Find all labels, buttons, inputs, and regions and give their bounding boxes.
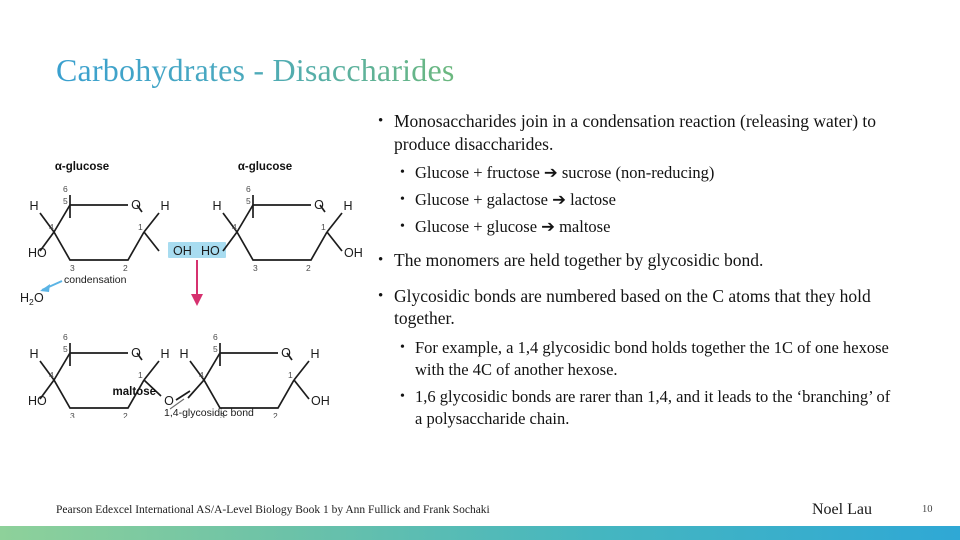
atom-h-maltose-right-upper2: H: [310, 347, 319, 361]
carbon-number-6-maltose-right: 6: [213, 332, 218, 342]
bullet-item: • 1,6 glycosidic bonds are rarer than 1,…: [400, 386, 898, 430]
highlight-oh: OH: [173, 244, 192, 258]
bullet-marker: •: [378, 287, 384, 304]
bullet-text: Glucose + galactose ➔ lactose: [415, 190, 616, 209]
ring-oxygen-maltose-right: O: [281, 346, 291, 360]
bullet-marker: •: [400, 219, 405, 234]
bullet-item: • Monosaccharides join in a condensation…: [378, 110, 898, 155]
carbon-number-5-left: 5: [63, 196, 68, 206]
content-bullets: • Monosaccharides join in a condensation…: [378, 110, 898, 435]
slide-number: 10: [922, 504, 933, 515]
carbon-number-3-maltose-right: 3: [220, 411, 225, 418]
ring-oxygen-right: O: [314, 198, 324, 212]
bullet-item: • Glycosidic bonds are numbered based on…: [378, 285, 898, 330]
carbon-number-5-maltose-left: 5: [63, 344, 68, 354]
ring-oxygen-maltose-left: O: [131, 346, 141, 360]
bullet-item: • Glucose + galactose ➔ lactose: [400, 189, 898, 211]
atom-oh-maltose-right: OH: [311, 394, 330, 408]
carbon-number-5-maltose-right: 5: [213, 344, 218, 354]
atom-h-left-upper: H: [29, 199, 38, 213]
bullet-text: Monosaccharides join in a condensation r…: [394, 111, 877, 154]
alpha-glucose-label-left: α-glucose: [55, 161, 109, 173]
page-title: Carbohydrates - Disaccharides: [56, 52, 455, 88]
atom-ho-maltose-left: HO: [28, 394, 47, 408]
carbon-number-3-maltose-left: 3: [70, 411, 75, 418]
alpha-glucose-ring-left: α-glucose O 6 5 H HO H 4 3: [28, 161, 170, 273]
carbon-number-6-right: 6: [246, 184, 251, 194]
bullet-marker: •: [400, 192, 405, 207]
atom-h-right-ring-upper: H: [212, 199, 221, 213]
condensation-label: condensation: [64, 274, 127, 286]
carbon-number-2-right: 2: [306, 263, 311, 273]
alpha-glucose-ring-right: α-glucose O 6 5 H H OH 4 3 2 1: [212, 161, 362, 273]
glycosidic-highlight: [168, 242, 226, 258]
bullet-item: • Glucose + glucose ➔ maltose: [400, 216, 898, 238]
atom-h-right-upper-left-ring: H: [160, 199, 169, 213]
maltose-ring-left: O 6 5 H HO H 4 3 2 1: [28, 332, 170, 418]
atom-h-right-ring-upper2: H: [343, 199, 352, 213]
bullet-text: 1,6 glycosidic bonds are rarer than 1,4,…: [415, 386, 891, 428]
carbon-number-2-maltose-left: 2: [123, 411, 128, 418]
carbon-number-4-left: 4: [49, 222, 54, 232]
bullet-item: • The monomers are held together by glyc…: [378, 249, 898, 272]
atom-oh-right: OH: [344, 246, 363, 260]
ring-oxygen-left: O: [131, 198, 141, 212]
bullet-marker: •: [400, 165, 405, 180]
bullet-text: Glucose + fructose ➔ sucrose (non-reduci…: [415, 163, 715, 182]
bullet-text: The monomers are held together by glycos…: [394, 250, 764, 270]
bullet-marker: •: [400, 339, 405, 355]
carbon-number-6-maltose-left: 6: [63, 332, 68, 342]
author-name: Noel Lau: [812, 501, 872, 518]
carbon-number-1-right: 1: [321, 222, 326, 232]
atom-h-maltose-right-upper: H: [179, 347, 188, 361]
water-label-subscript: 2: [29, 297, 34, 307]
carbon-number-3-left: 3: [70, 263, 75, 273]
carbon-number-5-right: 5: [246, 196, 251, 206]
carbon-number-1-maltose-left: 1: [138, 370, 143, 380]
glycosidic-bridge: O: [164, 390, 191, 408]
bullet-text: For example, a 1,4 glycosidic bond holds…: [415, 337, 889, 379]
highlight-ho: HO: [201, 244, 220, 258]
reaction-arrow-head: [191, 294, 203, 306]
bullet-item: • For example, a 1,4 glycosidic bond hol…: [400, 337, 898, 381]
atom-ho-left: HO: [28, 246, 47, 260]
reaction-arrow: [191, 260, 203, 306]
condensation-arrow-head: [40, 284, 50, 292]
bullet-item: • Glucose + fructose ➔ sucrose (non-redu…: [400, 162, 898, 184]
atom-h-maltose-bridge-upper: H: [160, 347, 169, 361]
condensation-annotation: condensation H 2 O: [20, 274, 127, 307]
carbon-number-1-maltose-right: 1: [288, 370, 293, 380]
bullet-marker: •: [378, 252, 384, 268]
carbon-number-1-left: 1: [138, 222, 143, 232]
bullet-text: Glycosidic bonds are numbered based on t…: [394, 285, 871, 329]
water-label-o: O: [34, 291, 44, 305]
atom-h-maltose-left-upper: H: [29, 347, 38, 361]
maltose-label: maltose: [113, 386, 156, 398]
carbon-number-4-maltose-left: 4: [49, 370, 54, 380]
bullet-text: Glucose + glucose ➔ maltose: [415, 217, 611, 236]
disaccharide-diagram: .bond{stroke:#1d1d1d;stroke-width:1.7;fi…: [18, 150, 368, 418]
carbon-number-2-maltose-right: 2: [273, 411, 278, 418]
glycosidic-oxygen: O: [164, 394, 174, 408]
carbon-number-2-left: 2: [123, 263, 128, 273]
glycosidic-bond-label: 1,4-glycosidic bond: [164, 407, 254, 418]
source-citation: Pearson Edexcel International AS/A-Level…: [56, 504, 490, 516]
bullet-marker: •: [400, 388, 405, 404]
carbon-number-4-maltose-right: 4: [199, 370, 204, 380]
glycosidic-bond-leader-line: [169, 398, 185, 410]
alpha-glucose-label-right: α-glucose: [238, 161, 292, 173]
chemistry-structure-svg: .bond{stroke:#1d1d1d;stroke-width:1.7;fi…: [20, 161, 363, 418]
decorative-bottom-bar: [0, 526, 960, 540]
water-label-h: H: [20, 291, 29, 305]
bullet-marker: •: [378, 113, 384, 129]
maltose-ring-right: O 6 5 H H OH 4 3 2 1: [179, 332, 329, 418]
carbon-number-4-right: 4: [232, 222, 237, 232]
carbon-number-6-left: 6: [63, 184, 68, 194]
carbon-number-3-right: 3: [253, 263, 258, 273]
